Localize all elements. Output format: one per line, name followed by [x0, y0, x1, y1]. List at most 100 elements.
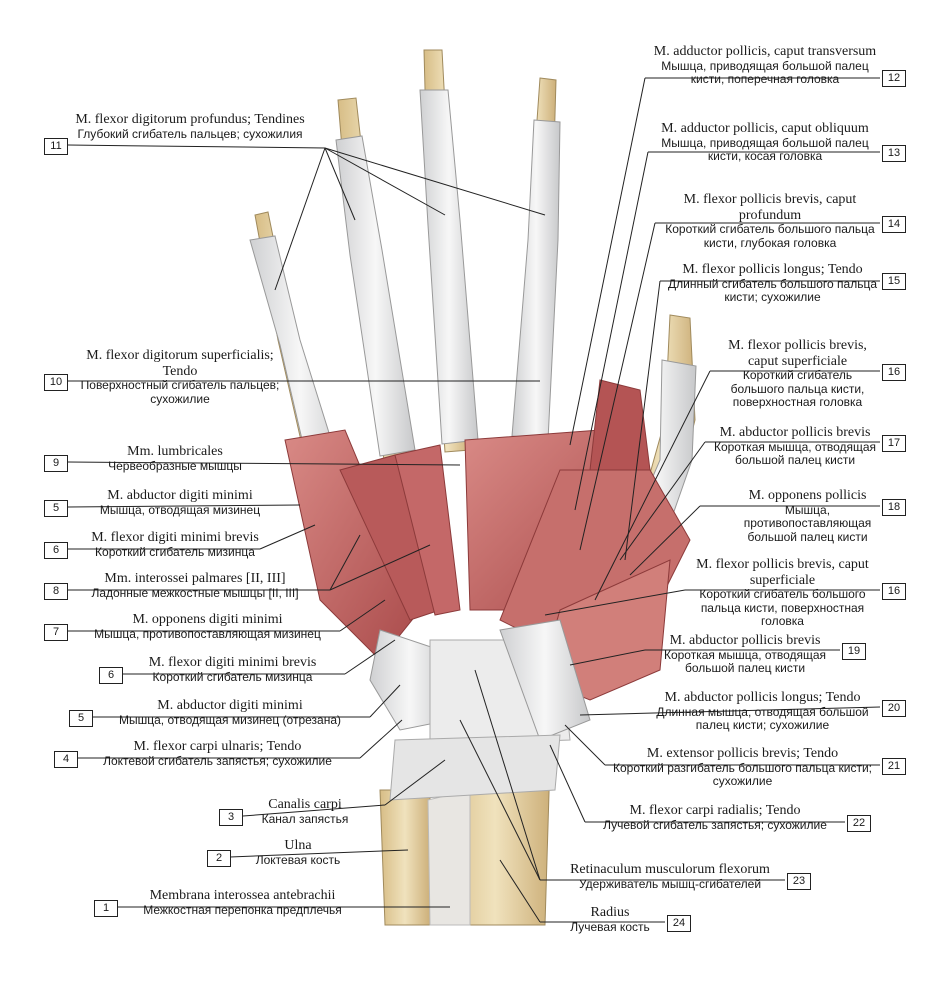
carpal-canal-shape	[389, 734, 561, 801]
latin-term: M. abductor digiti minimi	[107, 488, 253, 503]
latin-term: Mm. lumbricales	[127, 444, 223, 459]
russian-term: Лучевой сгибатель запястья; сухожилие	[603, 817, 827, 832]
label-18: M. opponens pollicis Мышца, противопоста…	[735, 488, 880, 544]
label-number: 11	[44, 138, 68, 155]
latin-term: Membrana interossea antebrachii	[149, 888, 336, 903]
thenar-tendon-shape	[499, 619, 591, 741]
latin-term: M. adductor pollicis, caput obliquum	[661, 121, 869, 136]
label-number: 4	[54, 751, 78, 768]
russian-term: Короткий сгибатель большого пальца кисти…	[730, 368, 865, 410]
label-23: Retinaculum musculorum flexorum Удержива…	[555, 862, 785, 891]
label-16-lower: M. flexor pollicis brevis, caput superfi…	[685, 557, 880, 629]
latin-term: M. flexor carpi radialis; Tendo	[629, 803, 801, 818]
latin-term: M. flexor digiti minimi brevis	[148, 655, 317, 670]
latin-term: Canalis carpi	[268, 797, 342, 812]
middle-finger-tendon	[419, 89, 479, 445]
label-number: 12	[882, 70, 906, 87]
label-2: Ulna Локтевая кость	[233, 838, 363, 867]
latin-term: M. flexor pollicis longus; Tendo	[682, 262, 863, 277]
russian-term: Короткий разгибатель большого пальца кис…	[612, 760, 872, 789]
ring-finger-tendon	[335, 135, 416, 457]
label-number: 19	[842, 643, 866, 660]
russian-term: Лучевая кость	[570, 919, 650, 934]
label-number: 13	[882, 145, 906, 162]
russian-term: Локтевая кость	[255, 852, 341, 867]
latin-term: M. opponens pollicis	[748, 488, 867, 503]
label-number: 7	[44, 624, 68, 641]
ulna-shape	[379, 789, 431, 926]
label-number: 21	[882, 758, 906, 775]
label-number: 17	[882, 435, 906, 452]
label-4: M. flexor carpi ulnaris; Tendo Локтевой …	[80, 739, 355, 768]
label-number: 16	[882, 583, 906, 600]
latin-term: M. extensor pollicis brevis; Tendo	[646, 746, 839, 761]
label-15: M. flexor pollicis longus; Tendo Длинный…	[665, 262, 880, 305]
latin-term: Radius	[590, 905, 630, 920]
label-5-lower: M. abductor digiti minimi Мышца, отводящ…	[95, 698, 365, 727]
label-number: 20	[882, 700, 906, 717]
label-9: Mm. lumbricales Червеобразные мышцы	[70, 444, 280, 473]
label-16: M. flexor pollicis brevis, caput superfi…	[715, 338, 880, 410]
label-10: M. flexor digitorum superficialis; Tendo…	[70, 348, 290, 406]
russian-term: Длинная мышца, отводящая большой палец к…	[656, 704, 869, 733]
label-3: Canalis carpi Канал запястья	[245, 797, 365, 826]
latin-term: M. flexor carpi ulnaris; Tendo	[133, 739, 302, 754]
russian-term: Короткий сгибатель мизинца	[95, 544, 255, 559]
russian-term: Короткий сгибатель большого пальца кисти…	[699, 587, 866, 629]
hypothenar-muscles	[284, 429, 421, 661]
label-1: Membrana interossea antebrachii Межкостн…	[120, 888, 365, 917]
label-number: 8	[44, 583, 68, 600]
interossei-palmares	[394, 444, 461, 616]
russian-term: Короткий сгибатель большого пальца кисти…	[665, 222, 875, 250]
label-5: M. abductor digiti minimi Мышца, отводящ…	[70, 488, 290, 517]
latin-term: M. adductor pollicis, caput transversum	[653, 44, 877, 59]
wrist	[369, 619, 591, 801]
russian-term: Поверхностный сгибатель пальцев; сухожил…	[80, 378, 280, 406]
interosseous-membrane-shape	[427, 789, 471, 926]
latin-term: M. abductor digiti minimi	[157, 698, 303, 713]
russian-term: Мышца, противопоставляющая мизинец	[94, 626, 321, 641]
russian-term: Короткая мышца, отводящая большой палец …	[713, 439, 877, 468]
label-7: M. opponens digiti minimi Мышца, противо…	[70, 612, 345, 641]
russian-term: Мышца, противопоставляющая большой палец…	[743, 502, 872, 544]
label-number: 5	[44, 500, 68, 517]
latin-term: M. flexor digiti minimi brevis	[91, 530, 259, 545]
label-number: 24	[667, 915, 691, 932]
latin-term: M. flexor digitorum superficialis; Tendo	[86, 348, 274, 379]
index-finger-tendon	[511, 119, 561, 441]
label-14: M. flexor pollicis brevis, caput profund…	[660, 192, 880, 250]
russian-term: Мышца, приводящая большой палец кисти, к…	[661, 135, 869, 164]
label-number: 18	[882, 499, 906, 516]
russian-term: Локтевой сгибатель запястья; сухожилие	[103, 753, 332, 768]
label-number: 14	[882, 216, 906, 233]
label-number: 6	[44, 542, 68, 559]
russian-term: Мышца, приводящая большой палец кисти, п…	[661, 58, 869, 87]
latin-term: M. flexor pollicis brevis, caput profund…	[683, 192, 857, 223]
label-6: M. flexor digiti minimi brevis Короткий …	[70, 530, 280, 559]
russian-term: Мышца, отводящая мизинец (отрезана)	[118, 712, 342, 727]
russian-term: Длинный сгибатель большого пальца кисти;…	[668, 276, 877, 305]
label-22: M. flexor carpi radialis; Tendo Лучевой …	[585, 803, 845, 832]
latin-term: M. abductor pollicis brevis	[719, 425, 871, 440]
label-number: 5	[69, 710, 93, 727]
label-number: 6	[99, 667, 123, 684]
latin-term: Retinaculum musculorum flexorum	[570, 862, 770, 877]
label-24: Radius Лучевая кость	[555, 905, 665, 934]
forearm-bones	[379, 759, 551, 926]
label-number: 22	[847, 815, 871, 832]
latin-term: M. flexor pollicis brevis, caput superfi…	[696, 557, 869, 588]
latin-term: M. flexor pollicis brevis, caput superfi…	[728, 338, 867, 369]
russian-term: Ладонные межкостные мышцы [II, III]	[91, 585, 299, 600]
label-number: 3	[219, 809, 243, 826]
latin-term: M. abductor pollicis brevis	[669, 633, 821, 648]
russian-term: Межкостная перепонка предплечья	[143, 902, 342, 917]
label-12: M. adductor pollicis, caput transversum …	[650, 44, 880, 87]
latin-term: M. abductor pollicis longus; Tendo	[664, 690, 861, 705]
russian-term: Канал запястья	[261, 811, 349, 826]
russian-term: Короткий сгибатель мизинца	[152, 669, 313, 684]
lumbrical-thenar	[589, 379, 651, 471]
russian-term: Короткая мышца, отводящая большой палец …	[663, 647, 827, 676]
label-11: M. flexor digitorum profundus; Tendines …	[70, 112, 310, 141]
latin-term: Ulna	[284, 838, 312, 853]
